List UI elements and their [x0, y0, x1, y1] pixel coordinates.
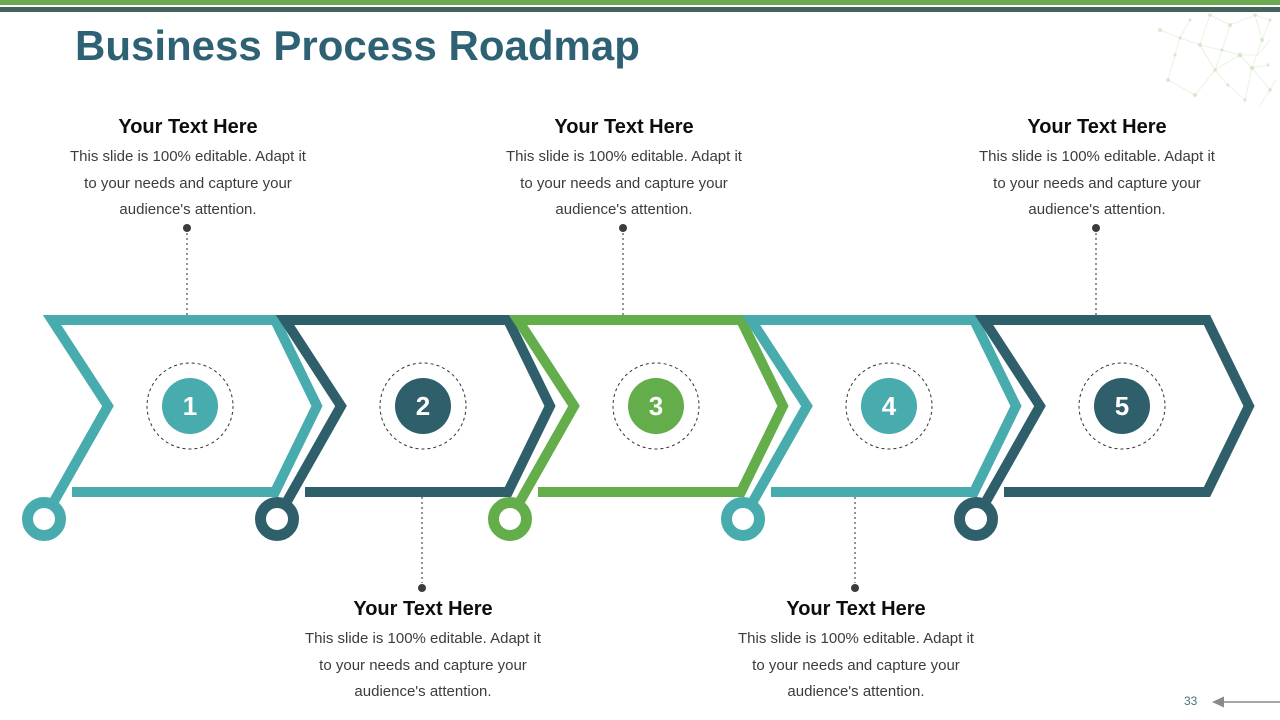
dashed-ring-icon — [146, 362, 234, 450]
text-block-title: Your Text Here — [1027, 116, 1167, 138]
step-number: 5 — [1115, 391, 1129, 421]
text-block-title: Your Text Here — [786, 598, 926, 620]
footer-arrow-icon — [1212, 696, 1280, 708]
step-number: 4 — [882, 391, 897, 421]
top-border-green — [0, 0, 1280, 5]
text-block-title: Your Text Here — [353, 598, 493, 620]
dashed-ring-icon — [379, 362, 467, 450]
anchor-ring-icon — [488, 497, 532, 541]
step-number-circle — [162, 378, 218, 434]
text-block-title: Your Text Here — [118, 116, 258, 138]
step-number: 2 — [416, 391, 430, 421]
text-block-step-4: Your Text Here This slide is 100% editab… — [730, 598, 982, 706]
text-block-body: This slide is 100% editable. Adapt it to… — [738, 630, 974, 700]
step-number-circle — [861, 378, 917, 434]
page-title: Business Process Roadmap — [75, 22, 640, 69]
chevron-step-3: 3 — [488, 315, 789, 541]
text-block-step-5: Your Text Here This slide is 100% editab… — [971, 116, 1223, 224]
step-number: 3 — [649, 391, 663, 421]
connector-step-5 — [1092, 224, 1100, 317]
text-block-body: This slide is 100% editable. Adapt it to… — [506, 148, 742, 218]
connector-step-3 — [619, 224, 627, 317]
dashed-ring-icon — [612, 362, 700, 450]
step-number-circle — [395, 378, 451, 434]
text-block-step-3: Your Text Here This slide is 100% editab… — [498, 116, 750, 224]
text-block-body: This slide is 100% editable. Adapt it to… — [979, 148, 1215, 218]
dashed-ring-icon — [1078, 362, 1166, 450]
anchor-ring-icon — [255, 497, 299, 541]
step-number: 1 — [183, 391, 197, 421]
chevron-step-2: 2 — [255, 315, 556, 541]
chevron-step-4: 4 — [721, 315, 1022, 541]
network-decoration-icon — [1158, 13, 1277, 106]
step-number-circle — [628, 378, 684, 434]
chevron-step-5: 5 — [954, 315, 1255, 541]
anchor-ring-icon — [954, 497, 998, 541]
text-block-step-2: Your Text Here This slide is 100% editab… — [297, 598, 549, 706]
connector-step-2 — [418, 497, 426, 592]
anchor-ring-icon — [22, 497, 66, 541]
dashed-ring-icon — [845, 362, 933, 450]
text-block-step-1: Your Text Here This slide is 100% editab… — [62, 116, 314, 224]
step-number-circle — [1094, 378, 1150, 434]
top-border-dark — [0, 7, 1280, 12]
text-block-body: This slide is 100% editable. Adapt it to… — [305, 630, 541, 700]
page-number: 33 — [1184, 694, 1198, 708]
chevron-step-1: 1 — [22, 315, 323, 541]
anchor-ring-icon — [721, 497, 765, 541]
connector-step-1 — [183, 224, 191, 317]
connector-step-4 — [851, 497, 859, 592]
text-block-title: Your Text Here — [554, 116, 694, 138]
text-block-body: This slide is 100% editable. Adapt it to… — [70, 148, 306, 218]
